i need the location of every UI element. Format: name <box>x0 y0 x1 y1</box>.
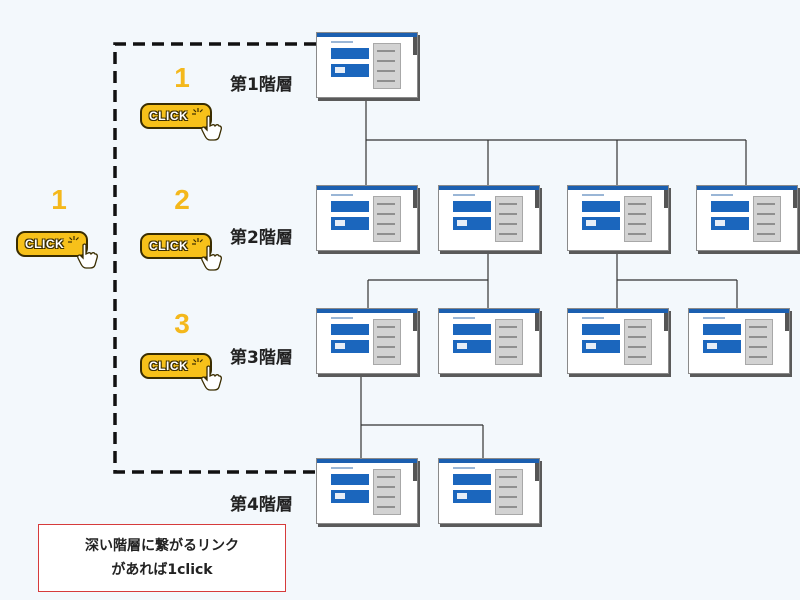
click-button-label: CLICK <box>25 237 65 251</box>
page-thumb-level3-4 <box>688 308 790 374</box>
click-button-level3: CLICK <box>140 233 222 271</box>
pointer-hand-icon <box>201 245 222 271</box>
click-button-label: CLICK <box>149 359 189 373</box>
page-thumb-level4-1 <box>316 458 418 524</box>
page-thumb-level3-1 <box>316 308 418 374</box>
tree-connectors <box>360 96 747 458</box>
pointer-hand-icon <box>201 365 222 391</box>
shortcut-click-button: CLICK <box>16 231 98 269</box>
page-thumb-level2-3 <box>567 185 669 251</box>
page-thumb-level2-1 <box>316 185 418 251</box>
click-button-label: CLICK <box>149 239 189 253</box>
shortcut-click-count: 1 <box>51 184 67 215</box>
click-count-level3: 2 <box>174 184 190 215</box>
click-button-level2: CLICK <box>140 103 222 141</box>
note-line-2: があれば1click <box>111 562 213 578</box>
pointer-hand-icon <box>77 243 98 269</box>
page-thumb-level2-4 <box>696 185 798 251</box>
pointer-hand-icon <box>201 115 222 141</box>
level2-label: 第2階層 <box>230 228 293 248</box>
spark-icon <box>68 236 79 243</box>
click-button-level4: CLICK <box>140 353 222 391</box>
spark-icon <box>192 108 203 115</box>
click-button-label: CLICK <box>149 109 189 123</box>
click-count-level4: 3 <box>174 308 190 339</box>
level4-label: 第4階層 <box>230 495 293 515</box>
shortcut-dashed-path <box>113 42 316 474</box>
page-thumb-level2-2 <box>438 185 540 251</box>
page-thumb-level3-2 <box>438 308 540 374</box>
spark-icon <box>192 238 203 245</box>
spark-icon <box>192 358 203 365</box>
note-line-1: 深い階層に繋がるリンク <box>85 538 239 554</box>
explanation-note: 深い階層に繋がるリンク があれば1click <box>38 524 286 592</box>
page-thumb-level1 <box>316 32 418 98</box>
level3-label: 第3階層 <box>230 348 293 368</box>
level1-label: 第1階層 <box>230 75 293 95</box>
click-count-level2: 1 <box>174 62 190 93</box>
page-thumb-level4-2 <box>438 458 540 524</box>
page-thumb-level3-3 <box>567 308 669 374</box>
